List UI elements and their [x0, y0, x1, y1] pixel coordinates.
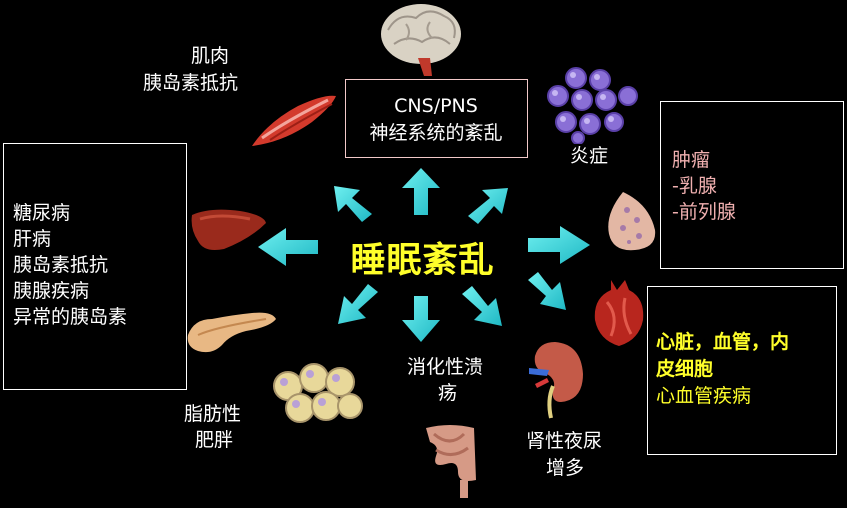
cns-line1: CNS/PNS — [394, 95, 478, 117]
arrow-left — [258, 228, 318, 266]
breast-tumor-icon — [608, 192, 656, 251]
liver-icon — [191, 209, 266, 250]
fat-label-1: 脂肪性 — [184, 403, 242, 425]
inflammation-label: 炎症 — [570, 145, 609, 167]
muscle-icon — [252, 95, 336, 146]
brain-icon — [381, 4, 461, 76]
arrow-up-right — [468, 188, 508, 224]
left-item-2: 胰岛素抵抗 — [13, 254, 109, 276]
tumor-item-0: 肿瘤 — [672, 149, 711, 171]
intestine-icon — [426, 425, 476, 498]
inflammation-cells-icon — [547, 67, 638, 144]
left-item-3: 胰腺疾病 — [13, 280, 90, 302]
arrow-right — [528, 226, 590, 264]
left-item-0: 糖尿病 — [13, 202, 71, 224]
center-label-sleep-disorder: 睡眠紊乱 — [350, 241, 495, 281]
tumor-item-1: -乳腺 — [672, 175, 717, 197]
arrow-down-left — [338, 284, 378, 324]
heart-line2: 皮细胞 — [656, 358, 714, 380]
fat-label-2: 肥胖 — [195, 429, 234, 451]
cns-line2: 神经系统的紊乱 — [369, 122, 503, 144]
arrow-up-left — [334, 186, 372, 222]
kidney-icon — [529, 342, 583, 419]
left-item-4: 异常的胰岛素 — [13, 306, 128, 328]
digestive-label-1: 消化性溃 — [407, 356, 484, 378]
kidney-label-1: 肾性夜尿 — [526, 430, 603, 452]
pancreas-icon — [187, 312, 276, 353]
heart-line1: 心脏，血管，内 — [656, 331, 790, 353]
arrow-far-right-down — [528, 272, 566, 310]
tumor-item-2: -前列腺 — [672, 201, 736, 223]
heart-box: 心脏，血管，内 皮细胞 心血管疾病 — [647, 286, 837, 455]
left-box: 糖尿病 肝病 胰岛素抵抗 胰腺疾病 异常的胰岛素 — [3, 143, 187, 390]
heart-line3: 心血管疾病 — [656, 385, 752, 407]
cns-box: CNS/PNS 神经系统的紊乱 — [345, 79, 528, 158]
left-item-1: 肝病 — [13, 228, 52, 250]
muscle-label-2: 胰岛素抵抗 — [143, 72, 239, 94]
arrow-down — [402, 296, 440, 342]
tumor-box: 肿瘤 -乳腺 -前列腺 — [660, 101, 844, 269]
fat-cells-icon — [273, 363, 363, 423]
heart-icon — [594, 280, 644, 346]
arrow-down-right — [462, 286, 502, 326]
kidney-label-2: 增多 — [546, 457, 585, 479]
arrow-up — [402, 168, 440, 215]
digestive-label-2: 疡 — [438, 382, 458, 404]
muscle-label-1: 肌肉 — [191, 45, 230, 67]
